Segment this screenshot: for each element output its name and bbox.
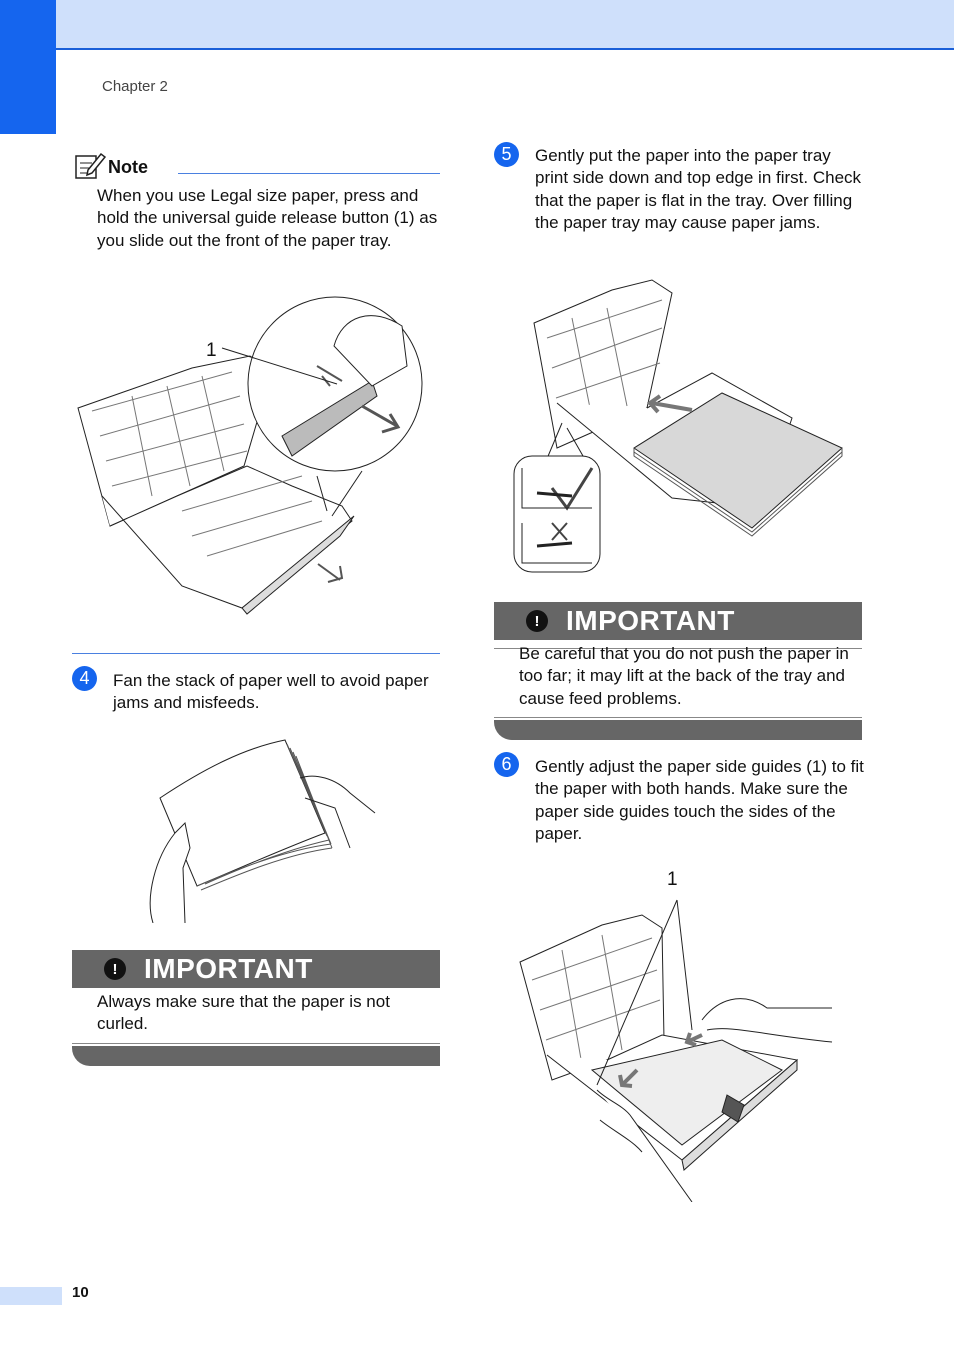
figure-callout-guides: 1: [667, 869, 678, 890]
exclamation-icon: !: [104, 958, 126, 980]
note-end-rule: [72, 653, 440, 654]
important-left-footer-bar: [72, 1046, 440, 1066]
step-4-text: Fan the stack of paper well to avoid pap…: [113, 671, 429, 713]
important-left-text: Always make sure that the paper is not c…: [97, 992, 390, 1034]
important-left-bar: ! IMPORTANT: [72, 950, 440, 988]
page-number: 10: [72, 1284, 89, 1301]
important-right-rule: [494, 717, 862, 718]
important-right-footer-bar: [494, 720, 862, 740]
important-left-label: IMPORTANT: [144, 953, 313, 984]
important-right-text: Be careful that you do not push the pape…: [519, 644, 849, 708]
important-left-rule: [72, 1043, 440, 1044]
note-text: When you use Legal size paper, press and…: [97, 186, 438, 250]
step-6-badge: 6: [494, 752, 519, 777]
exclamation-icon: !: [526, 610, 548, 632]
important-right-label: IMPORTANT: [566, 605, 735, 636]
step-5-badge: 5: [494, 142, 519, 167]
important-right-top-rule: [494, 648, 862, 649]
fan-paper-illustration: [135, 738, 380, 923]
step-5-text: Gently put the paper into the paper tray…: [535, 146, 862, 233]
pencil-note-icon: [74, 150, 106, 180]
chapter-label: Chapter 2: [102, 78, 168, 95]
step-4-badge: 4: [72, 666, 97, 691]
tray-release-illustration: [72, 296, 437, 616]
figure-callout-release: 1: [206, 340, 217, 361]
step-6-text: Gently adjust the paper side guides (1) …: [535, 757, 864, 844]
chapter-tab: [0, 0, 56, 134]
important-right-bar: ! IMPORTANT: [494, 602, 862, 640]
adjust-guides-illustration: [512, 890, 837, 1202]
header-band: [0, 0, 954, 50]
paper-into-tray-illustration: [512, 278, 847, 574]
note-title: Note: [108, 157, 148, 177]
note-rule: [178, 173, 440, 174]
page-number-tab: [0, 1287, 62, 1305]
